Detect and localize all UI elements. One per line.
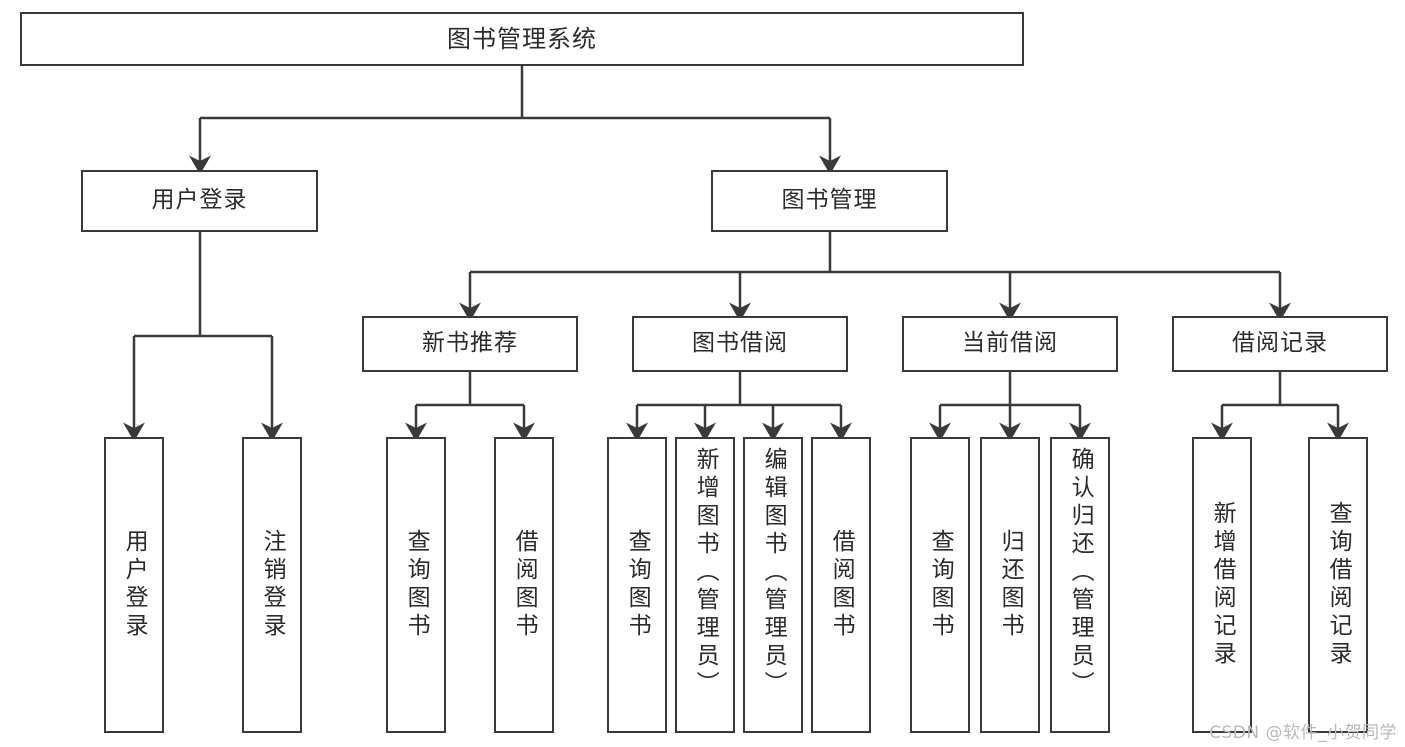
leaf-user-login-signin[interactable]: 用户登录 (104, 437, 164, 733)
leaf-borrow-edit-book-admin[interactable]: 编辑图书（管理员） (743, 437, 803, 733)
node-label: 新书推荐 (422, 330, 518, 357)
csdn-watermark: CSDN @软件_小贺同学 (1209, 723, 1397, 743)
node-label: 借阅图书 (511, 529, 538, 641)
node-borrow-record[interactable]: 借阅记录 (1172, 316, 1388, 372)
node-label: 编辑图书（管理员） (760, 447, 787, 699)
leaf-borrow-borrow-book[interactable]: 借阅图书 (811, 437, 871, 733)
node-label: 查询图书 (927, 529, 954, 641)
leaf-record-query[interactable]: 查询借阅记录 (1308, 437, 1368, 733)
leaf-new-book-borrow[interactable]: 借阅图书 (494, 437, 554, 733)
node-label: 借阅记录 (1232, 330, 1328, 357)
node-new-book-recommend[interactable]: 新书推荐 (362, 316, 578, 372)
node-label: 图书管理 (781, 187, 878, 214)
node-label: 归还图书 (997, 529, 1024, 641)
node-label: 查询图书 (624, 529, 651, 641)
node-label: 借阅图书 (828, 529, 855, 641)
node-label: 用户登录 (121, 529, 148, 641)
node-book-management[interactable]: 图书管理 (711, 170, 948, 232)
node-label: 新增图书（管理员） (692, 447, 719, 699)
leaf-new-book-query[interactable]: 查询图书 (386, 437, 446, 733)
node-book-borrow[interactable]: 图书借阅 (632, 316, 848, 372)
node-label: 当前借阅 (962, 330, 1058, 357)
node-label: 新增借阅记录 (1209, 501, 1236, 669)
leaf-current-return-book[interactable]: 归还图书 (980, 437, 1040, 733)
node-root-library-system[interactable]: 图书管理系统 (20, 12, 1024, 66)
leaf-borrow-query-book[interactable]: 查询图书 (607, 437, 667, 733)
leaf-current-confirm-return-admin[interactable]: 确认归还（管理员） (1050, 437, 1110, 733)
leaf-record-add[interactable]: 新增借阅记录 (1192, 437, 1252, 733)
leaf-borrow-add-book-admin[interactable]: 新增图书（管理员） (675, 437, 735, 733)
node-label: 注销登录 (259, 529, 286, 641)
node-label: 查询借阅记录 (1325, 501, 1352, 669)
node-label: 用户登录 (151, 187, 248, 214)
node-user-login[interactable]: 用户登录 (81, 170, 318, 232)
leaf-current-query-book[interactable]: 查询图书 (910, 437, 970, 733)
node-label: 图书借阅 (692, 330, 788, 357)
node-label: 查询图书 (403, 529, 430, 641)
leaf-user-login-signout[interactable]: 注销登录 (242, 437, 302, 733)
node-label: 确认归还（管理员） (1067, 447, 1094, 699)
node-label: 图书管理系统 (447, 24, 597, 53)
node-current-borrow[interactable]: 当前借阅 (902, 316, 1118, 372)
